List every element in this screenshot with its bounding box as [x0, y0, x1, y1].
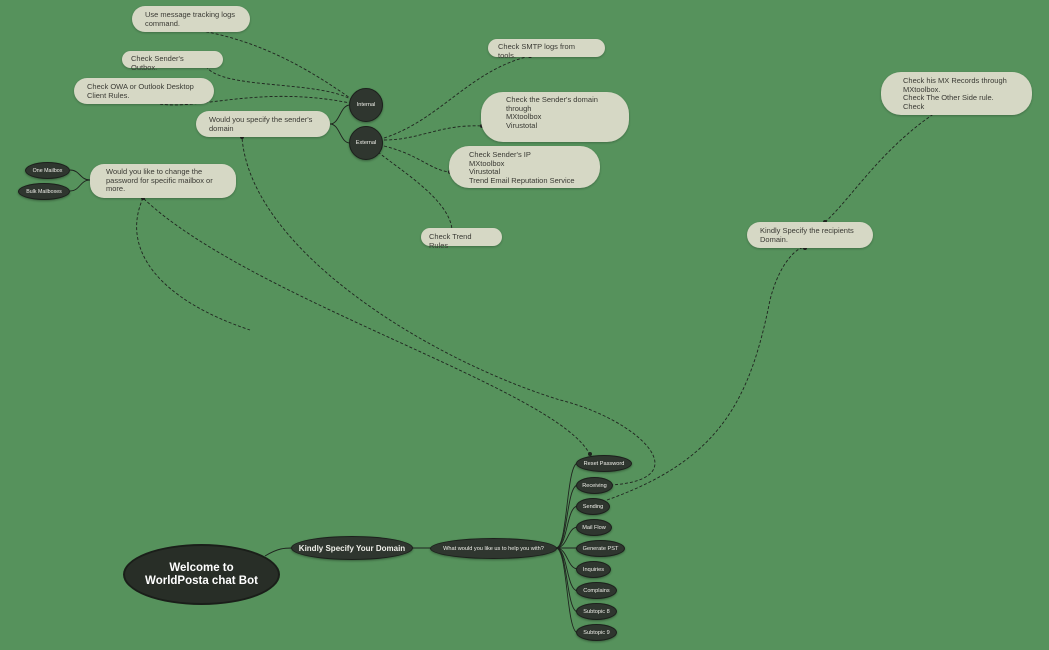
sender-domain-question[interactable]: Would you specify the sender's domain — [196, 111, 330, 137]
reset-password-question[interactable]: Would you like to change the password fo… — [90, 164, 236, 198]
external-step-smtp[interactable]: Check SMTP logs from tools. — [488, 39, 605, 59]
topic-receiving[interactable]: Receiving — [576, 477, 613, 494]
external-step-domain-check[interactable]: Check the Sender's domain through MXtool… — [481, 92, 629, 142]
link-dot — [588, 452, 592, 456]
link-dot — [141, 196, 145, 200]
external-step-trend-rules[interactable]: Check Trend Rules — [421, 228, 502, 249]
external-node[interactable]: External — [349, 126, 383, 160]
internal-step-owa-rules[interactable]: Check OWA or Outlook Desktop Client Rule… — [74, 78, 214, 104]
recipient-domain-question[interactable]: Kindly Specify the recipients Domain. — [747, 222, 873, 248]
help-prompt-node[interactable]: What would you like us to help you with? — [430, 538, 557, 559]
topic-complains[interactable]: Complains — [576, 582, 617, 599]
link-dot — [240, 135, 244, 139]
link-dot — [803, 246, 807, 250]
topic-mail-flow[interactable]: Mail Flow — [576, 519, 612, 536]
topic-inquiries[interactable]: Inquiries — [576, 561, 611, 578]
option-one-mailbox[interactable]: One Mailbox — [25, 162, 70, 179]
topic-reset-password[interactable]: Reset Password — [576, 455, 632, 472]
topic-subtopic-9[interactable]: Subtopic 9 — [576, 624, 617, 641]
internal-step-tracking[interactable]: Use message tracking logs command. — [132, 6, 250, 32]
topic-sending[interactable]: Sending — [576, 498, 610, 515]
internal-step-outbox[interactable]: Check Sender's Outbox. — [122, 51, 223, 71]
mx-records-step[interactable]: Check his MX Records through MXtoolbox. … — [881, 72, 1032, 115]
domain-prompt-node[interactable]: Kindly Specify Your Domain — [291, 536, 413, 560]
topic-generate-pst[interactable]: Generate PST — [576, 540, 625, 557]
root-node[interactable]: Welcome to WorldPosta chat Bot — [123, 544, 280, 605]
option-bulk-mailboxes[interactable]: Bulk Mailboxes — [18, 183, 70, 200]
topic-subtopic-8[interactable]: Subtopic 8 — [576, 603, 617, 620]
external-step-ip-check[interactable]: Check Sender's IP MXtoolbox Virustotal T… — [449, 146, 600, 188]
internal-node[interactable]: Internal — [349, 88, 383, 122]
